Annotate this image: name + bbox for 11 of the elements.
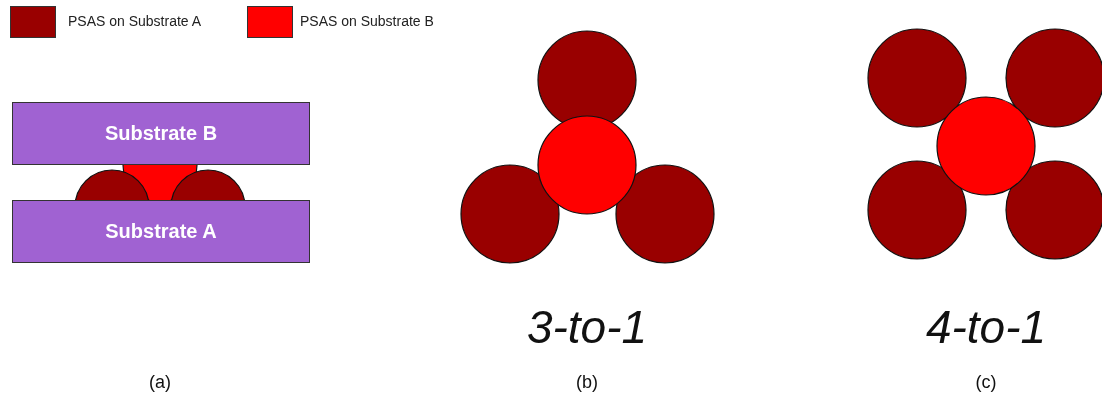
panel-label: (a) [149,372,171,393]
ratio-caption: 4-to-1 [925,300,1047,354]
substrate-label: Substrate B [104,122,218,145]
panel-label: (c) [975,372,997,393]
panel-label: (b) [576,372,598,393]
legend-label: PSAS on Substrate A [68,13,202,29]
substrate-label: Substrate A [105,220,217,243]
legend-label: PSAS on Substrate B [300,13,434,29]
ratio-caption: 3-to-1 [526,300,648,354]
substrate-plate [12,200,310,263]
substrate-plate [12,102,310,165]
